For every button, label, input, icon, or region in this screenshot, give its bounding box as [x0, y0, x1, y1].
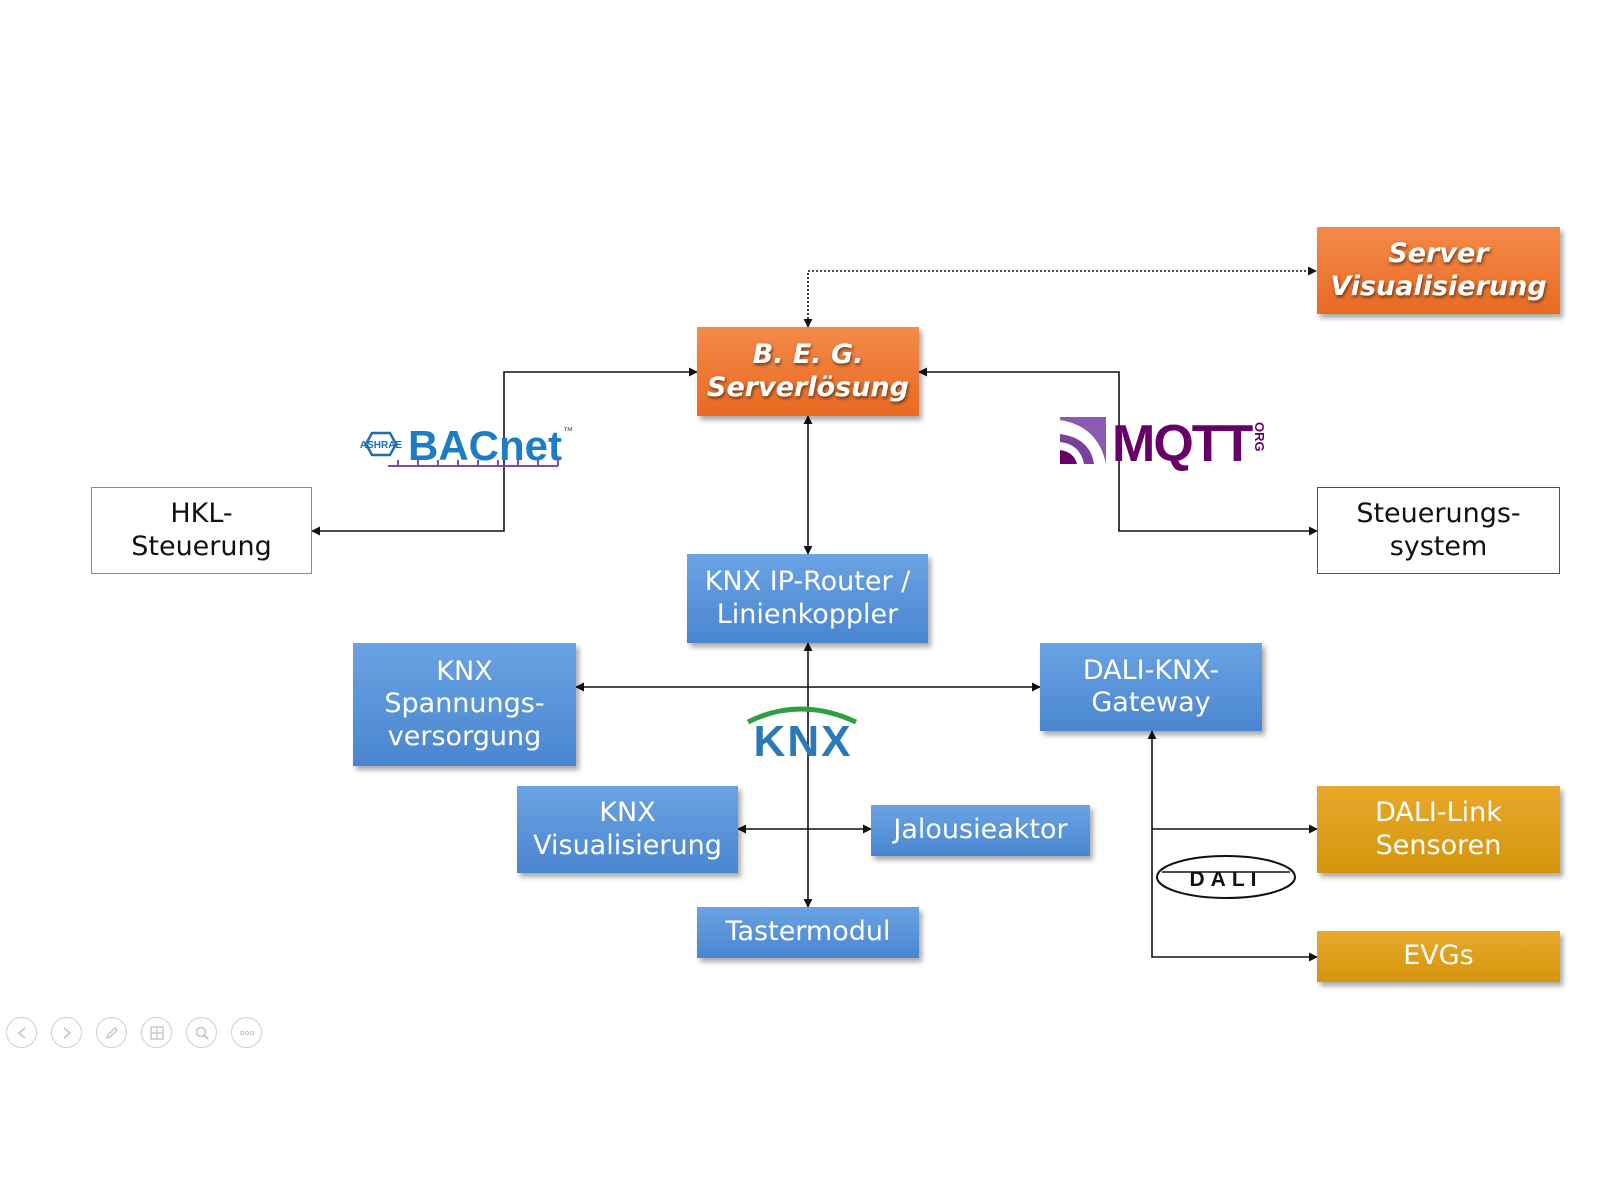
mqtt-text: MQTT — [1112, 415, 1254, 472]
jalousieaktor-box-line-1: Jalousieaktor — [893, 814, 1068, 846]
dali-text: DALI — [1190, 868, 1263, 891]
beg-server-box-line-2: Serverlösung — [707, 371, 909, 403]
knx-ip-router-box-line-1: KNX IP-Router / — [704, 566, 911, 598]
next-icon — [62, 1026, 71, 1039]
dali-link-sensoren-box-line-1: DALI-Link — [1375, 797, 1502, 829]
connector-beg-server — [803, 266, 1317, 328]
knx-visualisierung-box-line-1: KNX — [599, 797, 656, 829]
slides-button[interactable] — [141, 1017, 172, 1048]
knx-power-supply-box-line-3: versorgung — [387, 720, 542, 752]
dali-knx-gateway-box-line-1: DALI-KNX- — [1082, 654, 1220, 686]
dali-logo: DALI — [1154, 852, 1298, 902]
connector-beg-steuerung — [918, 367, 1318, 536]
knx-visualisierung-box-line-2: Visualisierung — [533, 829, 722, 861]
dali-knx-gateway-box-line-2: Gateway — [1091, 687, 1211, 718]
steuerungssystem-box: Steuerungs-system — [1317, 487, 1560, 574]
bacnet-tm: ™ — [563, 426, 573, 437]
connector-gateway-dali — [1147, 730, 1318, 962]
knx-power-supply-box-line-2: Spannungs- — [384, 688, 545, 720]
more-icon — [239, 1030, 254, 1035]
steuerungssystem-box-line-1: Steuerungs- — [1356, 498, 1521, 530]
server-visualisierung-box-line-2: Visualisierung — [1330, 270, 1547, 302]
hkl-steuerung-box-line-1: HKL- — [170, 498, 233, 530]
mqtt-org-text: ORG — [1252, 422, 1267, 452]
knx-power-supply-box-line-1: KNX — [436, 655, 493, 687]
hkl-steuerung-box: HKL-Steuerung — [91, 487, 312, 574]
beg-server-box-line-1: B. E. G. — [752, 339, 864, 371]
tastermodul-box-line-1: Tastermodul — [725, 916, 891, 948]
steuerungssystem-box-line-2: system — [1389, 530, 1488, 562]
slides-icon — [149, 1025, 164, 1040]
previous-icon — [17, 1026, 26, 1039]
evgs-box-line-1: EVGs — [1403, 940, 1474, 972]
ashrae-text: ASHRAE — [360, 440, 403, 451]
previous-slide-button[interactable] — [6, 1017, 37, 1048]
bacnet-text: BACnet — [408, 422, 562, 469]
jalousieaktor-box: Jalousieaktor — [871, 805, 1090, 856]
knx-logo: KNX — [738, 700, 868, 766]
server-visualisierung-box-line-1: Server — [1388, 238, 1489, 270]
connector-beg-hkl — [311, 367, 698, 536]
next-slide-button[interactable] — [51, 1017, 82, 1048]
dali-knx-gateway-box: DALI-KNX-Gateway — [1040, 643, 1262, 731]
knx-ip-router-box-line-2: Linienkoppler — [716, 598, 899, 630]
beg-server-box: B. E. G.Serverlösung — [697, 327, 919, 416]
zoom-icon — [195, 1026, 209, 1040]
pen-icon — [105, 1026, 118, 1039]
tastermodul-box: Tastermodul — [697, 907, 919, 958]
mqtt-logo: MQTT ORG — [1060, 412, 1280, 473]
dali-link-sensoren-box-line-2: Sensoren — [1375, 829, 1502, 861]
pen-button[interactable] — [96, 1017, 127, 1048]
evgs-box: EVGs — [1317, 931, 1560, 982]
hkl-steuerung-box-line-2: Steuerung — [131, 530, 272, 562]
more-options-button[interactable] — [231, 1017, 262, 1048]
knx-ip-router-box: KNX IP-Router /Linienkoppler — [687, 554, 928, 643]
zoom-button[interactable] — [186, 1017, 217, 1048]
bacnet-logo: ASHRAE BACnet ™ — [358, 420, 578, 480]
knx-text: KNX — [754, 717, 853, 762]
